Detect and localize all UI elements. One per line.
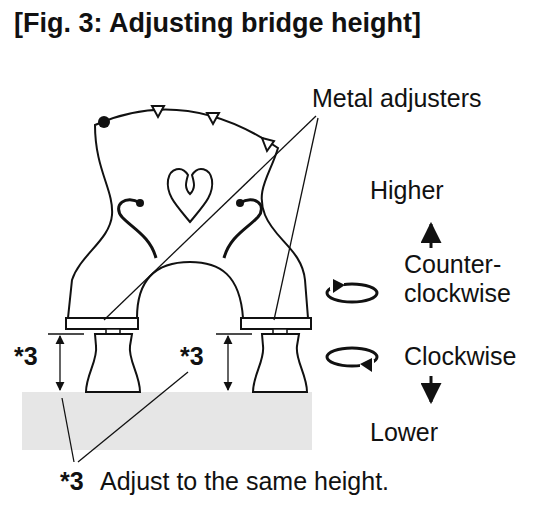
callout-number: *3: [14, 342, 38, 371]
callout-number: *3: [180, 342, 204, 371]
rotation-label: Counter- clockwise: [404, 250, 544, 308]
note-text: Adjust to the same height.: [100, 467, 389, 496]
string-notch: [98, 116, 110, 128]
leader-line: [104, 116, 316, 320]
dimension-line: [227, 336, 228, 390]
string-notch: [262, 138, 274, 151]
clockwise-icon: [327, 348, 377, 372]
bridge-foot: [253, 334, 307, 392]
up-arrow: [430, 224, 433, 248]
dimension-tick: [216, 333, 252, 334]
down-arrow: [430, 376, 433, 402]
leader-line: [274, 118, 318, 320]
string-notch: [207, 113, 219, 124]
side-cutout: [224, 200, 261, 258]
part-label: Metal adjusters: [312, 84, 482, 113]
bridge: [68, 109, 308, 318]
direction-label: Higher: [370, 176, 444, 205]
direction-label: Lower: [370, 418, 438, 447]
rotation-label: Clockwise: [404, 342, 517, 371]
side-cutout: [119, 200, 156, 258]
side-cutout: [236, 199, 244, 207]
figure-title: [Fig. 3: Adjusting bridge height]: [14, 8, 421, 39]
top-plate: [22, 392, 312, 450]
dimension-tick: [48, 333, 84, 334]
leader-line: [62, 398, 74, 462]
string-notch: [152, 106, 164, 117]
side-cutout: [136, 199, 144, 207]
bridge-foot: [86, 334, 140, 392]
dimension-line: [59, 336, 60, 390]
counterclockwise-icon: [327, 279, 377, 302]
callout-number: *3: [60, 467, 84, 496]
metal-adjuster: [66, 318, 138, 329]
leader-line: [78, 372, 188, 462]
heart-cutout: [168, 169, 213, 222]
metal-adjuster: [241, 318, 311, 329]
